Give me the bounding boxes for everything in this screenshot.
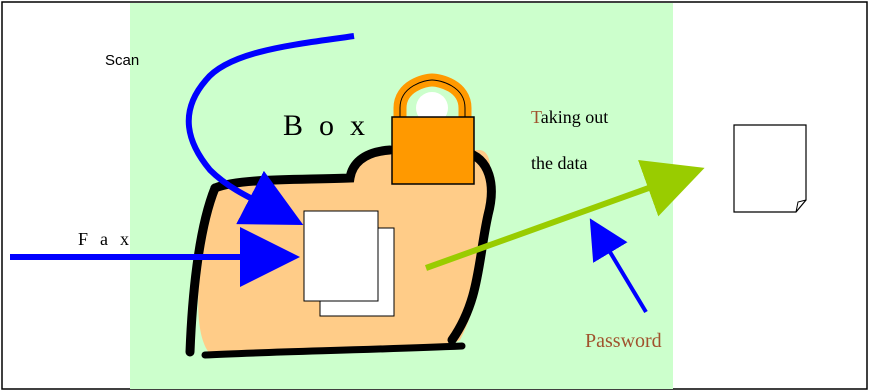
box-outline-bottom — [201, 342, 466, 359]
box-outline-left — [185, 183, 220, 357]
taking-out-line2: the data — [531, 153, 588, 173]
scan-arrow — [185, 33, 355, 226]
scan-label: Scan — [105, 52, 140, 69]
padlock-icon — [391, 73, 475, 185]
taking-out-label: Taking out the data — [531, 94, 608, 186]
fax-label: Fax — [78, 229, 141, 249]
taking-out-rest: aking out — [540, 107, 609, 127]
password-arrow — [589, 218, 648, 314]
page-corner-fold — [795, 199, 807, 213]
taking-out-initial: T — [531, 107, 541, 127]
box-outline-right — [447, 147, 496, 345]
taking-out-arrow — [424, 159, 705, 271]
password-label: Password — [585, 330, 662, 352]
document-stack-icon — [303, 210, 395, 317]
page-icon — [733, 124, 807, 213]
box-label: Box — [283, 109, 382, 142]
taking-out-line1: Taking out — [531, 94, 608, 140]
